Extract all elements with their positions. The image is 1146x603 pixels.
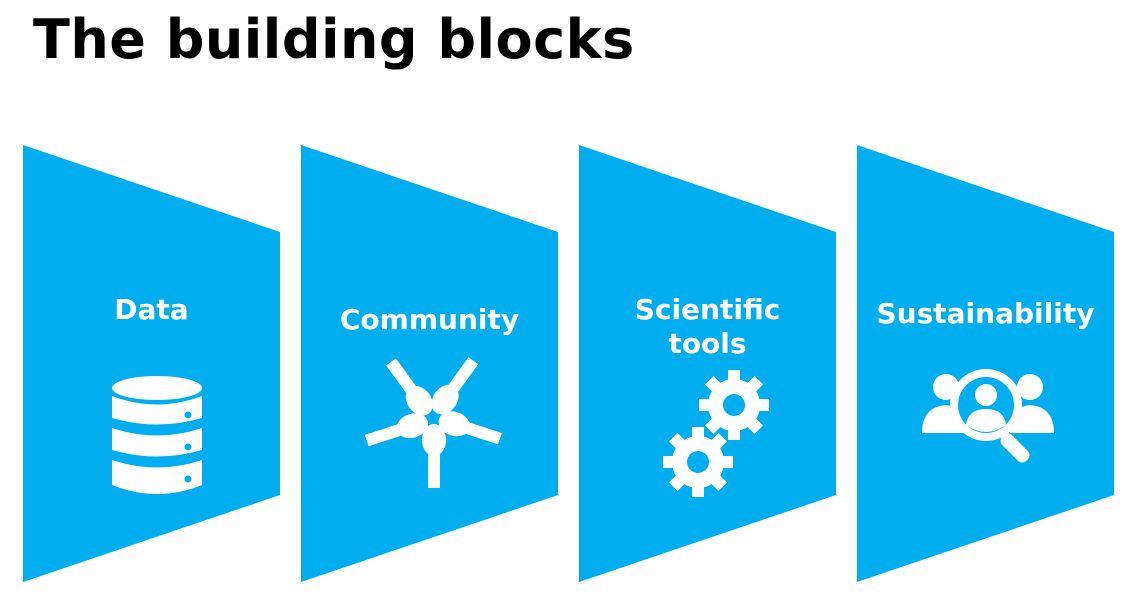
database-icon: [112, 376, 202, 494]
block-label: Scientific tools: [579, 293, 836, 361]
trapezoid-shape: [857, 145, 1114, 582]
block-label: Data: [114, 293, 189, 326]
people-search-icon: [922, 369, 1054, 463]
block-scientific-tools: Scientific tools: [579, 145, 836, 583]
trapezoid-shape: [23, 145, 280, 582]
trapezoid-shape: [579, 145, 836, 582]
page-title: The building blocks: [33, 8, 635, 71]
trapezoid-shape: [301, 145, 558, 582]
block-label: Community: [339, 303, 520, 336]
block-sustainability: Sustainability: [857, 145, 1114, 583]
label-line: tools: [668, 327, 747, 360]
block-community: Community: [301, 145, 558, 583]
block-label: Sustainability: [876, 297, 1095, 330]
label-line: Scientific: [634, 293, 781, 326]
hands-together-icon: [364, 357, 502, 488]
gears-icon: [663, 370, 769, 497]
block-data: Data: [23, 145, 280, 583]
